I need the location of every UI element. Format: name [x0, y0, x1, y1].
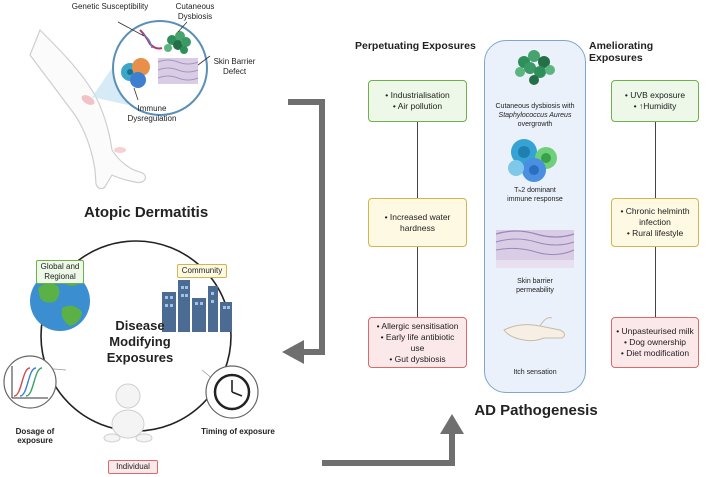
ameliorating-item: • Dog ownership	[623, 337, 687, 347]
ameliorating-box-2: • Chronic helminth infection • Rural lif…	[611, 198, 699, 247]
ameliorating-item: • Diet modification	[620, 348, 690, 358]
perpetuating-box-2: • Increased water hardness	[368, 198, 467, 247]
perpetuating-item: • Industrialisation	[385, 90, 450, 100]
perpetuating-connector-2	[417, 247, 419, 317]
barrier-caption-line: permeability	[516, 287, 554, 294]
skin-barrier-defect-label: Skin Barrier Defect	[213, 57, 256, 76]
ameliorating-item: • ↑Humidity	[633, 101, 677, 111]
global-regional-tag: Global and Regional	[36, 260, 84, 284]
th2-caption-line: immune response	[507, 196, 563, 203]
atopic-dermatitis-title: Atopic Dermatitis	[84, 204, 209, 221]
dysbiosis-species: Staphylococcus Aureus	[498, 112, 572, 119]
perpetuating-box-1: • Industrialisation • Air pollution	[368, 80, 467, 122]
disease-modifying-title: Disease Modifying Exposures	[106, 318, 174, 365]
ameliorating-connector-1	[655, 122, 657, 198]
dosage-label: Dosage of exposure	[15, 427, 55, 445]
barrier-caption: Skin barrier permeability	[488, 277, 582, 295]
ameliorating-item: • Rural lifestyle	[626, 228, 684, 238]
perpetuating-item: • Allergic sensitisation	[376, 320, 459, 331]
cutaneous-dysbiosis-label: Cutaneous Dysbiosis	[175, 2, 215, 21]
perpetuating-connector-1	[417, 122, 419, 198]
ameliorating-title: Ameliorating Exposures	[589, 40, 654, 64]
perpetuating-item: • Gut dysbiosis	[389, 353, 446, 364]
ameliorating-connector-2	[655, 247, 657, 317]
perpetuating-item: • Air pollution	[392, 101, 443, 111]
perpetuating-title: Perpetuating Exposures	[355, 40, 476, 52]
ameliorating-item: • Unpasteurised milk	[616, 326, 694, 336]
dysbiosis-caption-line: Cutaneous dysbiosis with	[495, 103, 575, 110]
barrier-caption-line: Skin barrier	[517, 278, 553, 285]
perpetuating-item: • Early life antibiotic use	[380, 331, 455, 353]
individual-tag: Individual	[108, 460, 158, 474]
perpetuating-box-3: • Allergic sensitisation • Early life an…	[368, 317, 467, 368]
arm-illustration	[29, 20, 211, 190]
th2-caption-line: Tₕ2 dominant	[514, 187, 556, 194]
ameliorating-item: • UVB exposure	[624, 90, 686, 100]
perpetuating-item: • Increased water hardness	[384, 211, 451, 233]
dysbiosis-caption: Cutaneous dysbiosis with Staphylococcus …	[488, 102, 582, 129]
ameliorating-box-3: • Unpasteurised milk • Dog ownership • D…	[611, 317, 699, 368]
dysbiosis-caption-line: overgrowth	[517, 121, 553, 128]
immune-dysregulation-label: Immune Dysregulation	[127, 104, 177, 123]
ad-pathogenesis-title: AD Pathogenesis	[474, 402, 598, 419]
ameliorating-box-1: • UVB exposure • ↑Humidity	[611, 80, 699, 122]
disease-modifying-diagram	[3, 240, 259, 443]
community-tag: Community	[177, 264, 227, 278]
timing-label: Timing of exposure	[201, 427, 275, 436]
th2-caption: Tₕ2 dominant immune response	[488, 186, 582, 204]
genetic-susceptibility-label: Genetic Susceptibility	[71, 2, 149, 11]
pathogenesis-illustrations	[495, 50, 575, 342]
itch-caption: Itch sensation	[513, 369, 557, 376]
ameliorating-item: • Chronic helminth infection	[620, 206, 690, 227]
